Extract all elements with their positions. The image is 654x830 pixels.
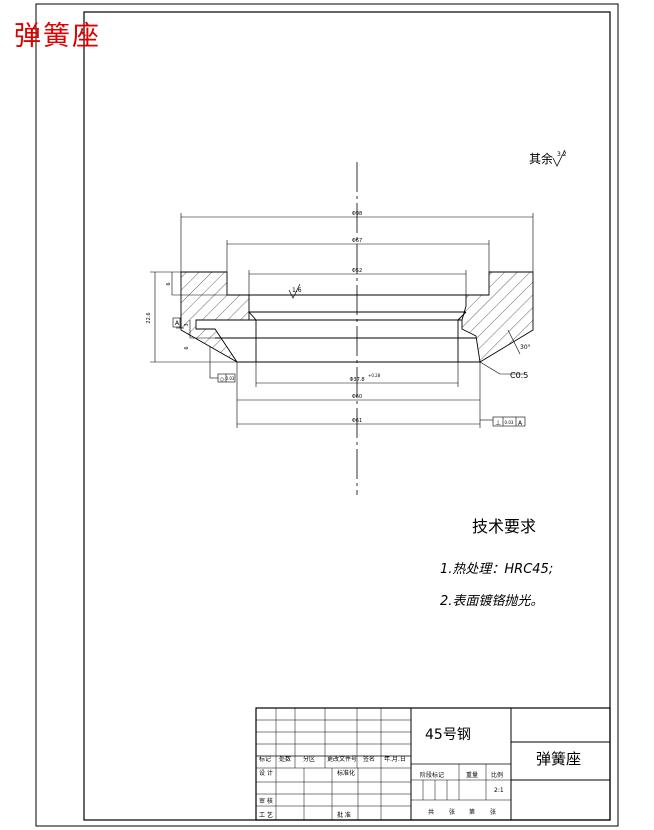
dim-base: Φ61: [352, 418, 362, 424]
tb-sheets: 张: [449, 809, 456, 816]
tb-no: 第: [469, 809, 476, 816]
gdt-flat-symbol: ◇: [220, 376, 225, 383]
dim-lower-step: Φ60: [352, 394, 362, 400]
drawing-title: 弹簧座: [14, 21, 101, 52]
gdt-datum: A: [518, 420, 523, 427]
dim-overall-outer: Φ98: [352, 211, 362, 217]
part-outline: [196, 294, 480, 363]
dim-h-top: 6: [166, 282, 172, 285]
dim-upper-bore: Φ67: [352, 238, 362, 244]
tb-header-count: 处数: [279, 756, 292, 763]
rough-note-symbol-icon: [552, 149, 566, 167]
tb-header-doc: 更改文件号: [327, 756, 358, 763]
dim-h-mid: 3: [184, 323, 190, 326]
dim-angle: 30°: [520, 344, 531, 351]
dim-chamfer: C0.5: [510, 371, 528, 380]
tb-craft: 工 艺: [259, 812, 273, 819]
tb-weight: 重量: [466, 772, 479, 779]
tb-standard: 标准化: [337, 770, 356, 777]
tb-sheet: 张: [490, 809, 497, 816]
tb-total: 共: [428, 809, 435, 816]
tech-requirements-heading: 技术要求: [472, 517, 537, 536]
dim-inner-top: Φ52: [352, 268, 362, 274]
gdt-flat-frame: [217, 373, 236, 383]
dim-h-low: 6: [184, 346, 190, 349]
tech-requirement-1: 1.热处理：HRC45;: [440, 562, 554, 577]
tb-scale: 2:1: [494, 787, 504, 794]
dim-bore: Φ37.8: [349, 377, 364, 383]
dim-height: 22.6: [146, 312, 152, 323]
part-name: 弹簧座: [536, 750, 582, 768]
inner-frame: [83, 11, 611, 821]
outer-frame: [35, 3, 619, 827]
roughness-symbol-icon: [288, 283, 301, 299]
rough-note-value: 3.2: [557, 151, 567, 158]
section-left: [180, 271, 250, 363]
material: 45号钢: [425, 727, 471, 743]
tb-header-date: 年.月.日: [384, 756, 406, 763]
title-block: [255, 707, 611, 821]
datum-label: A: [175, 320, 180, 327]
rough-note-label: 其余: [529, 152, 554, 166]
tb-stage: 阶段标记: [420, 772, 445, 779]
dim-bore-tolerance: +0.28: [368, 373, 381, 378]
tb-header-sign: 签名: [363, 756, 376, 763]
datum-box: [172, 317, 182, 328]
tb-header-mark: 标记: [259, 756, 272, 763]
dimension-lines: [150, 213, 534, 428]
gdt-frame: [492, 416, 526, 427]
gdt-symbol: ⊥: [495, 419, 501, 427]
tb-review: 审 核: [259, 798, 273, 805]
tb-approve: 批 准: [337, 812, 351, 819]
tech-requirement-2: 2.表面镀铬抛光。: [440, 594, 544, 609]
tb-design: 设 计: [259, 770, 273, 777]
gdt-tolerance: 0.03: [505, 420, 514, 425]
gdt-flat-tolerance: 0.03: [226, 376, 235, 381]
tb-header-zone: 分区: [303, 756, 316, 763]
tb-scale-label: 比例: [491, 772, 504, 779]
